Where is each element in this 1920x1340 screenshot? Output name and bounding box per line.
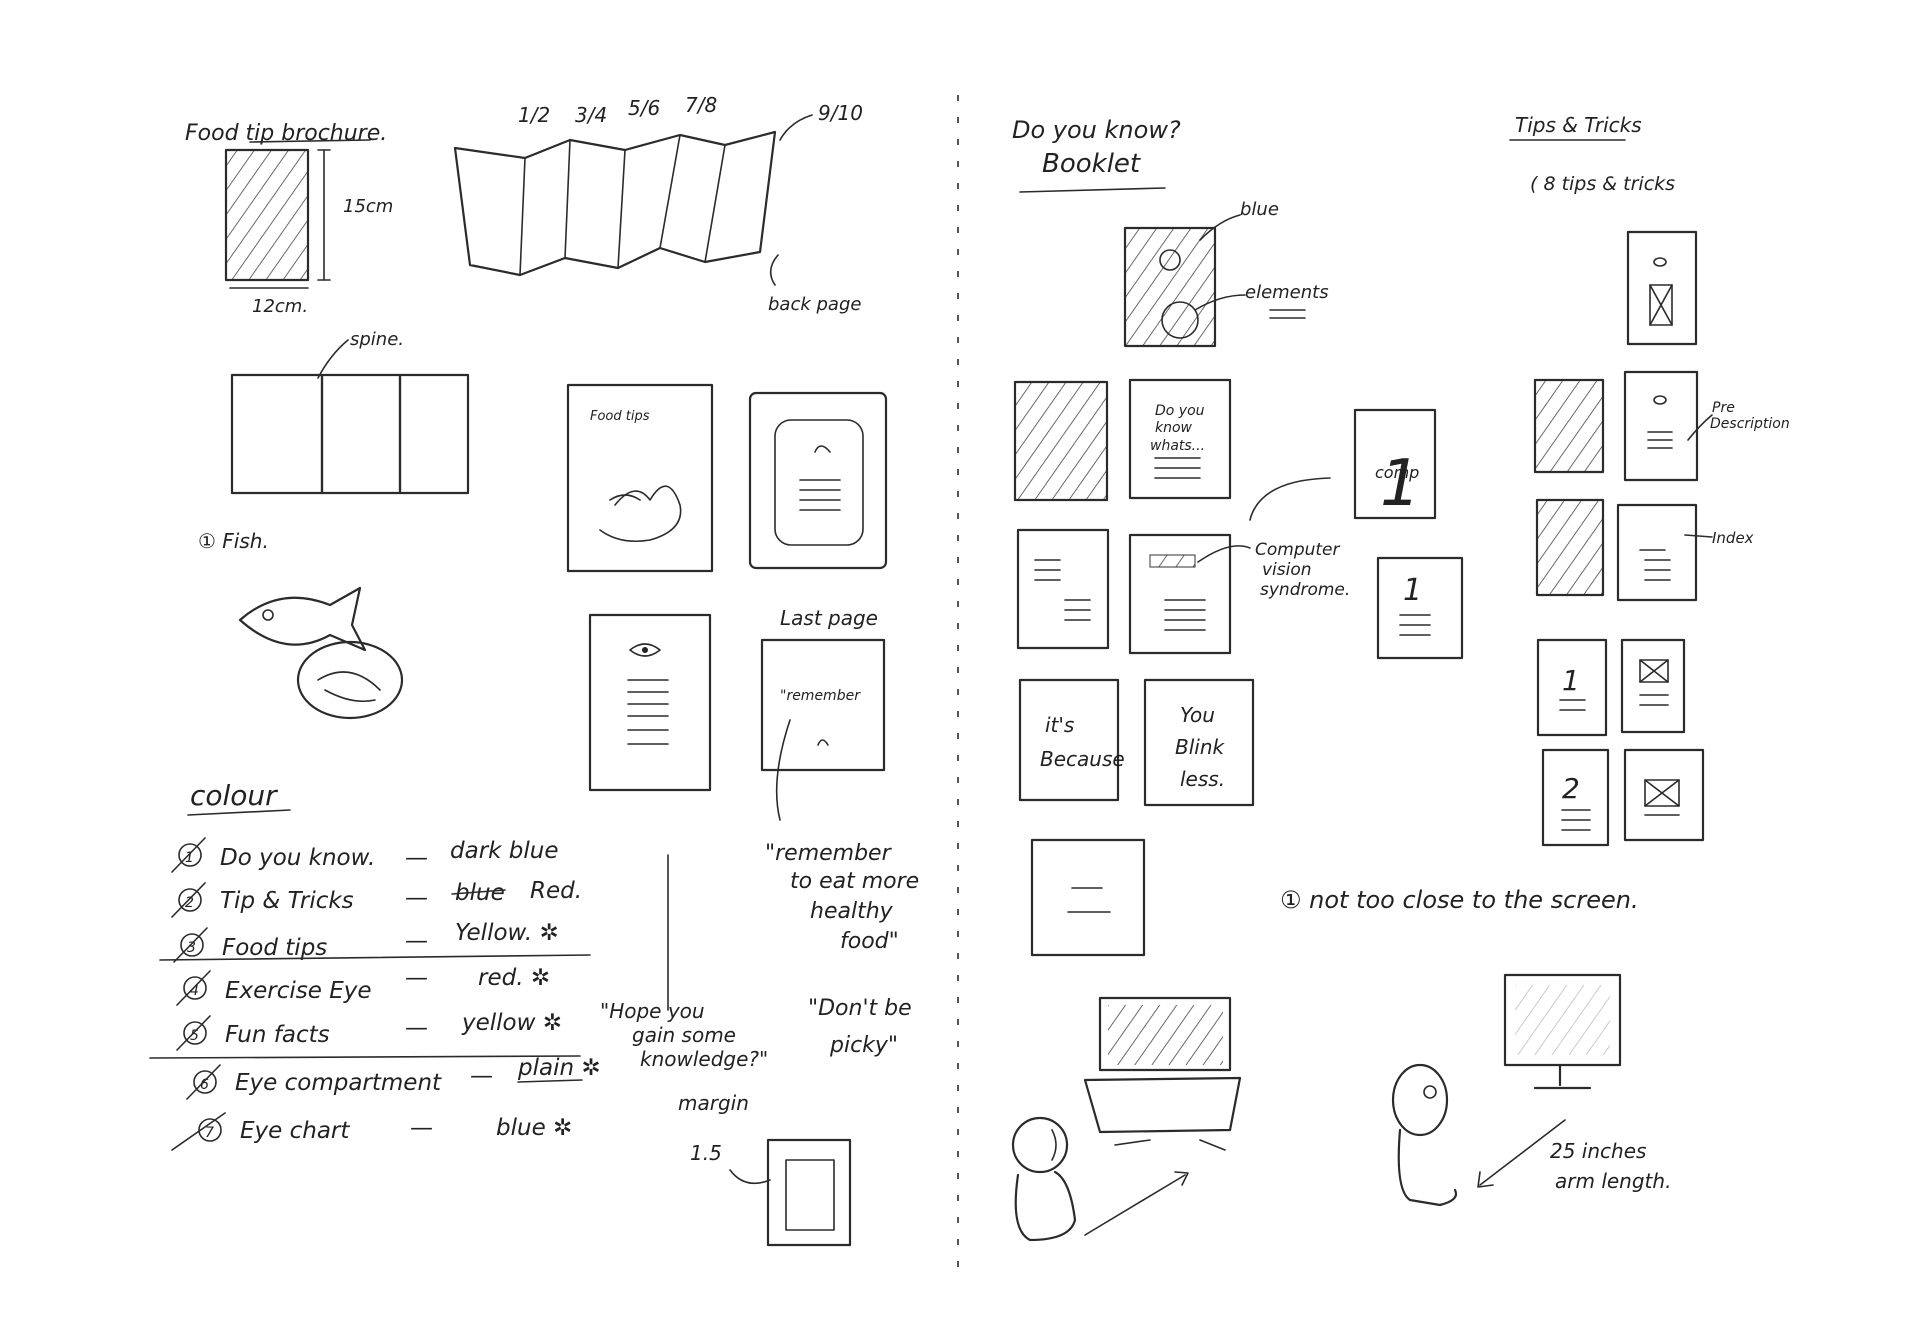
svg-text:—: — (405, 885, 428, 911)
booklet-cover-sketch (1123, 214, 1246, 348)
margin-label: margin (678, 1091, 749, 1115)
tips-subtitle: ( 8 tips & tricks (1530, 173, 1675, 195)
margin-value: 1.5 (690, 1141, 722, 1165)
svg-text:Yellow. ✲: Yellow. ✲ (455, 920, 559, 946)
svg-text:—: — (405, 965, 428, 991)
svg-text:7: 7 (205, 1125, 214, 1141)
you-blink-less: You Blink less. (1175, 703, 1230, 791)
laptop-person-sketch (1011, 996, 1242, 1242)
svg-text:2: 2 (185, 895, 194, 911)
distance-note-1: 25 inches (1550, 1139, 1646, 1163)
tips-spread-2 (1535, 498, 1713, 602)
svg-text:blue ✲: blue ✲ (496, 1115, 572, 1141)
tips-title: Tips & Tricks (1515, 113, 1642, 137)
last-page-label: Last page (780, 606, 878, 630)
its-because: it's Because (1040, 713, 1125, 771)
svg-text:red. ✲: red. ✲ (478, 965, 550, 991)
spine-trifold-sketch (230, 339, 470, 495)
tips-spread-4 (1541, 748, 1705, 847)
list-item: 6 Eye compartment — plain ✲ (186, 1055, 601, 1100)
booklet-spread-3 (1018, 678, 1255, 807)
tips-num-1: 1 (1562, 664, 1580, 697)
width-label: 12cm. (252, 296, 308, 317)
brochure-title: Food tip brochure. (185, 121, 387, 146)
page-num-2: 3/4 (575, 103, 607, 127)
tips-spread-3 (1536, 638, 1686, 737)
svg-text:3: 3 (187, 940, 196, 956)
svg-text:yellow ✲: yellow ✲ (461, 1010, 562, 1036)
booklet-title-line1: Do you know? (1012, 116, 1181, 144)
svg-text:dark blue: dark blue (450, 838, 559, 864)
remember-quote: "remember to eat more healthy food" (765, 841, 926, 954)
last-page-text: "remember (780, 688, 861, 704)
cover-text: Food tips (590, 409, 650, 424)
back-page-label: back page (768, 294, 861, 315)
svg-text:6: 6 (200, 1077, 209, 1093)
svg-text:Do you know.: Do you know. (220, 845, 375, 871)
svg-text:—: — (405, 1015, 428, 1041)
comp-num-2: 1 (1403, 573, 1422, 608)
svg-text:—: — (405, 928, 428, 954)
svg-text:Eye compartment: Eye compartment (235, 1070, 442, 1096)
list-item: 5 Fun facts — yellow ✲ (176, 1010, 562, 1051)
booklet-spread-1 (1013, 378, 1232, 502)
fish-note: ① Fish. (198, 529, 269, 553)
blue-label: blue (1240, 199, 1279, 220)
page-num-4: 7/8 (685, 93, 717, 117)
comp-text: comp (1375, 463, 1419, 482)
hope-quote: "Hope you gain some knowledge?" (600, 999, 768, 1071)
svg-text:plain ✲: plain ✲ (517, 1055, 601, 1081)
list-item: 4 Exercise Eye — red. ✲ (176, 965, 550, 1006)
svg-text:Food tips: Food tips (222, 935, 327, 961)
picky-quote: "Don't be picky" (808, 996, 919, 1058)
svg-text:5: 5 (190, 1028, 199, 1044)
brochure-front-sketch (224, 148, 331, 289)
fish-drawing (238, 586, 404, 720)
svg-text:Fun facts: Fun facts (225, 1022, 330, 1048)
elements-label: elements (1245, 282, 1329, 303)
last-page-sketch (760, 638, 886, 821)
index-label: Index (1712, 529, 1754, 547)
list-item: 2 Tip & Tricks — blue Red. (171, 878, 582, 918)
svg-text:—: — (470, 1063, 493, 1089)
svg-text:1: 1 (185, 850, 194, 866)
svg-text:Red.: Red. (530, 878, 582, 904)
list-item: 1 Do you know. — dark blue (171, 837, 559, 873)
comp-num: 1 (1380, 447, 1421, 521)
screen-note: ① not too close to the screen. (1280, 886, 1639, 914)
page-text-1: Do you know whats... (1150, 403, 1209, 454)
svg-text:4: 4 (190, 983, 199, 999)
svg-text:Eye chart: Eye chart (240, 1118, 350, 1144)
list-item: 7 Eye chart — blue ✲ (171, 1112, 572, 1151)
list-item: 3 Food tips — Yellow. ✲ (173, 920, 559, 963)
pre-desc-label: Pre Description (1710, 400, 1790, 432)
height-label: 15cm (343, 196, 393, 217)
booklet-title-line2: Booklet (1042, 149, 1141, 179)
tips-num-2: 2 (1562, 772, 1580, 805)
monitor-person-sketch (1391, 973, 1622, 1207)
cvs-label: Computer vision syndrome. (1255, 540, 1350, 600)
booklet-last-page (1030, 838, 1146, 957)
cover-page-sketch (566, 383, 714, 573)
accordion-fold-sketch (453, 130, 777, 277)
tips-cover-sketch (1626, 230, 1698, 346)
page-num-3: 5/6 (628, 96, 660, 120)
comp-pages-sketch (1353, 408, 1464, 660)
margin-page-sketch (729, 1138, 852, 1247)
page-num-5: 9/10 (818, 101, 863, 125)
svg-text:Exercise Eye: Exercise Eye (225, 978, 372, 1004)
tips-spread-1 (1533, 370, 1713, 482)
title-underline (249, 139, 371, 143)
svg-text:Tip & Tricks: Tip & Tricks (220, 888, 354, 914)
colour-heading: colour (190, 779, 278, 812)
eye-page-sketch (748, 391, 888, 570)
spine-label: spine. (350, 329, 404, 350)
svg-text:—: — (405, 845, 428, 871)
booklet-spread-2 (1016, 477, 1331, 655)
svg-text:—: — (410, 1115, 433, 1141)
colour-list: 1 Do you know. — dark blue 2 Tip & Trick… (149, 837, 601, 1151)
inner-eye-page-sketch (588, 613, 712, 792)
page-num-1: 1/2 (518, 103, 550, 127)
distance-note-2: arm length. (1555, 1169, 1671, 1193)
